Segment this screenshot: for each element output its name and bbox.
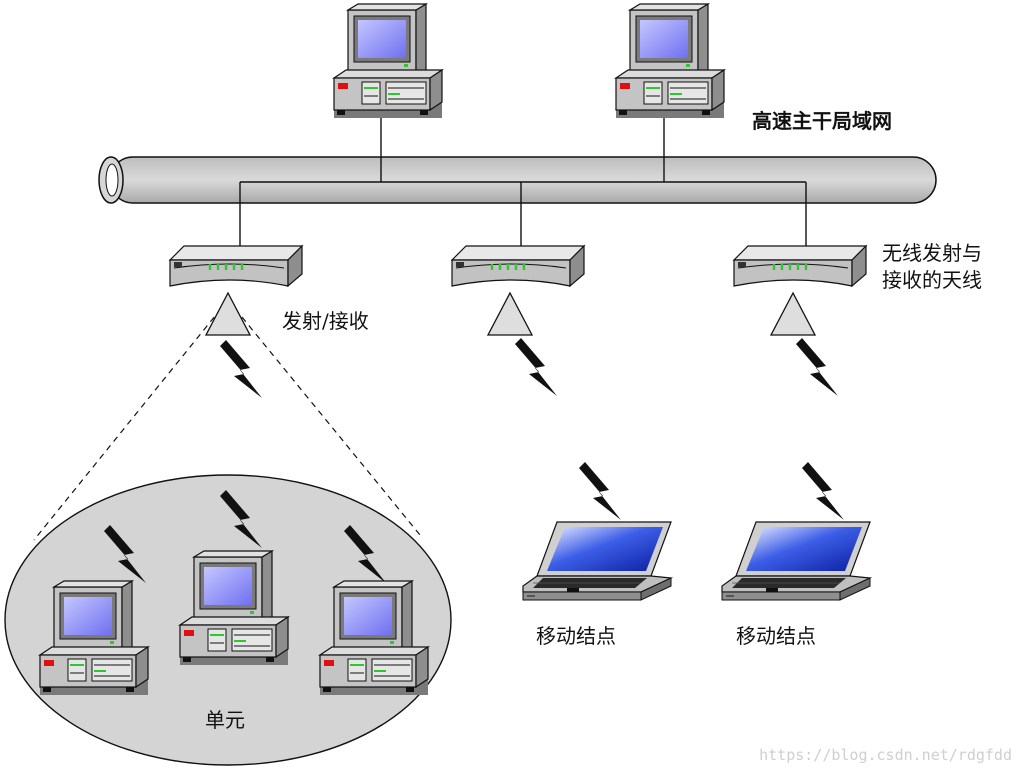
coverage-line-left bbox=[33, 299, 229, 541]
antenna-left bbox=[205, 292, 251, 336]
access-point-right bbox=[732, 244, 868, 288]
transmit-receive-label: 发射/接收 bbox=[282, 309, 369, 333]
signal-icon-middle-antenna bbox=[515, 338, 557, 396]
cell-computer-1 bbox=[39, 580, 149, 696]
mobile-node-laptop-2 bbox=[721, 521, 871, 601]
mobile-node-laptop-1 bbox=[522, 521, 672, 601]
signal-icon-left-antenna bbox=[220, 340, 262, 398]
signal-icon-right-antenna bbox=[796, 338, 838, 396]
backbone-cable bbox=[98, 156, 937, 204]
network-wiring bbox=[239, 112, 807, 246]
server-computer-right bbox=[615, 3, 725, 119]
cell-computer-3 bbox=[319, 580, 429, 696]
access-point-left bbox=[168, 244, 304, 288]
mobile-node-label-1: 移动结点 bbox=[536, 624, 616, 648]
cell-label: 单元 bbox=[205, 708, 245, 732]
mobile-node-label-2: 移动结点 bbox=[736, 624, 816, 648]
cell-computer-2 bbox=[179, 550, 289, 666]
backbone-label: 高速主干局域网 bbox=[752, 109, 892, 133]
antenna-label-line1: 无线发射与 bbox=[882, 241, 982, 265]
signal-icon-laptop-1 bbox=[579, 462, 621, 520]
access-point-middle bbox=[450, 244, 586, 288]
server-computer-left bbox=[333, 3, 443, 119]
watermark: https://blog.csdn.net/rdgfdd bbox=[759, 746, 1012, 764]
antenna-label-line2: 接收的天线 bbox=[882, 268, 982, 292]
signal-icon-laptop-2 bbox=[802, 462, 844, 520]
antenna-middle bbox=[487, 292, 533, 336]
antenna-right bbox=[770, 292, 816, 336]
